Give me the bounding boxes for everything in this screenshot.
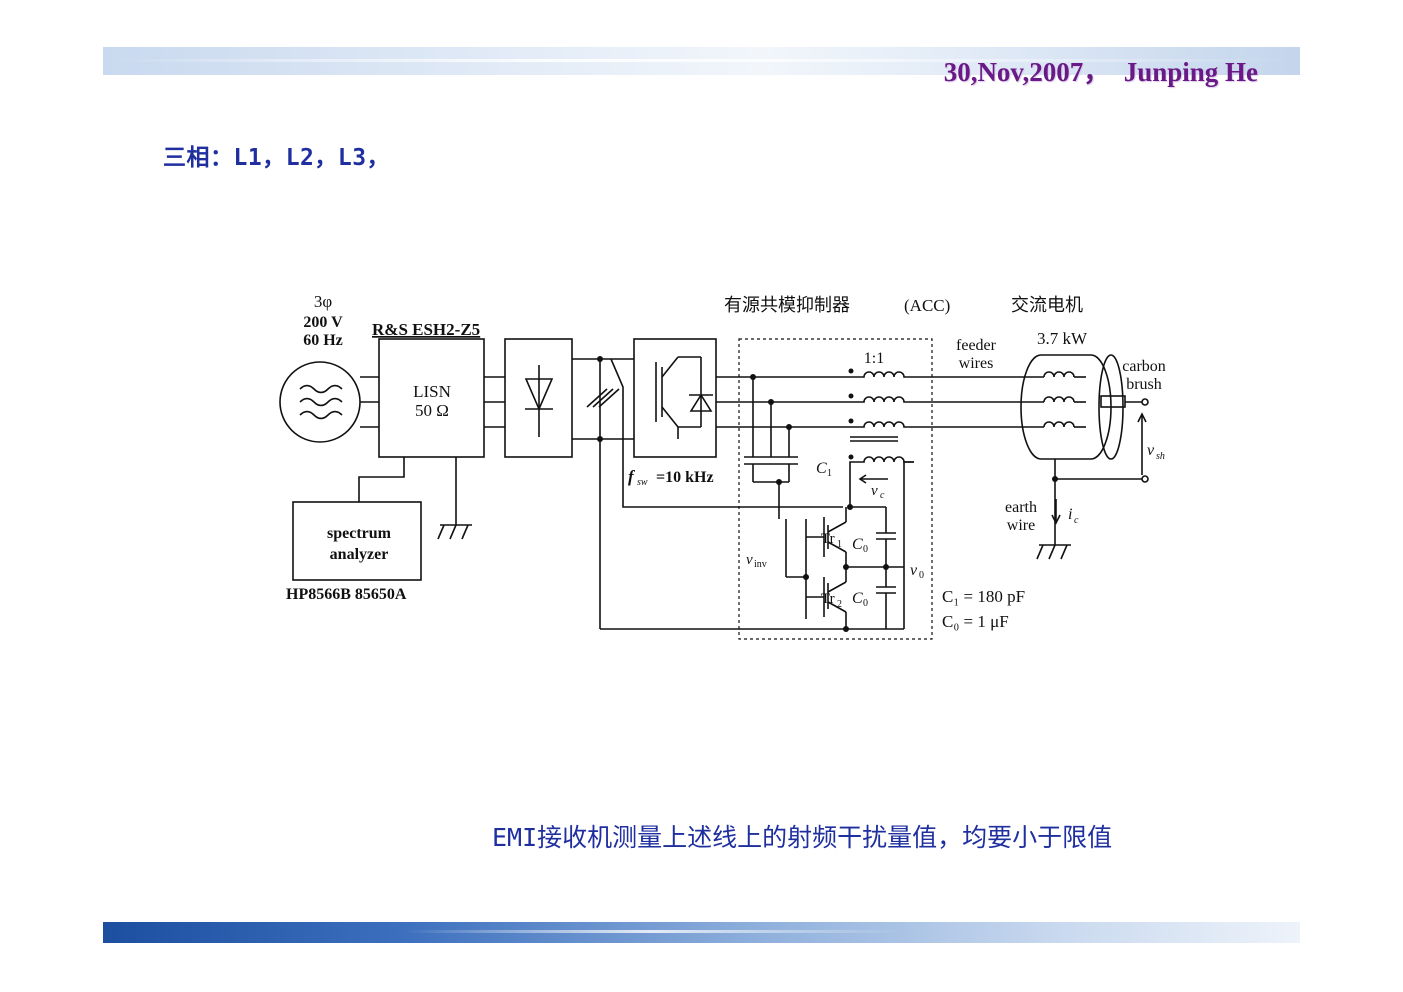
analyzer-line2-label: analyzer xyxy=(330,546,389,563)
footer-band xyxy=(103,922,1300,943)
acc-label: 有源共模抑制器 xyxy=(724,295,850,316)
lisn-model-label: R&S ESH2-Z5 xyxy=(372,320,480,339)
tr1-label: Tr xyxy=(821,531,835,547)
ac-source-symbol xyxy=(279,361,361,443)
vinv-subscript: inv xyxy=(754,559,767,570)
lisn-name-label: LISN xyxy=(413,382,451,401)
c1-subscript: 1 xyxy=(827,468,832,479)
motor-title-label: 交流电机 xyxy=(1011,295,1083,316)
motor-power-label: 3.7 kW xyxy=(1037,329,1088,348)
tr1-subscript: 1 xyxy=(837,539,842,550)
c0-lower-label: C xyxy=(852,590,863,607)
vc-subscript: c xyxy=(880,490,885,501)
analyzer-model-label: HP8566B 85650A xyxy=(286,586,407,603)
carbon-line2-label: brush xyxy=(1126,376,1162,393)
v0-label: v xyxy=(910,562,918,579)
spectrum-analyzer-box xyxy=(292,501,422,581)
inverter-box xyxy=(633,338,717,458)
c0-upper-subscript: 0 xyxy=(863,544,868,555)
fsw-value-label: =10 kHz xyxy=(656,469,714,486)
source-phase-label: 3φ xyxy=(314,292,333,311)
feeder-line2-label: wires xyxy=(959,355,994,372)
vinv-label: v xyxy=(746,552,753,568)
motor-body xyxy=(1020,354,1112,460)
v0-subscript: 0 xyxy=(919,570,924,581)
carbon-line1-label: carbon xyxy=(1122,358,1166,375)
earth-line1-label: earth xyxy=(1005,499,1037,516)
slide-title: 三相：L1，L2，L3， xyxy=(163,145,391,171)
source-voltage-label: 200 V xyxy=(303,314,343,331)
rectifier-box xyxy=(504,338,573,458)
feeder-line1-label: feeder xyxy=(956,337,997,354)
vsh-label: v xyxy=(1147,442,1155,459)
header-date-author: 30,Nov,2007， Junping He xyxy=(943,57,1258,87)
c1-value-label: C₁ = 180 pF xyxy=(942,587,1025,606)
ic-label: i xyxy=(1068,506,1072,523)
c0-value-label: C₀ = 1 μF xyxy=(942,612,1009,631)
vc-label: v xyxy=(871,483,878,499)
acc-abbr-label: (ACC) xyxy=(904,296,950,315)
header-band xyxy=(103,47,1300,75)
fsw-label: f xyxy=(628,467,636,486)
ratio-label: 1:1 xyxy=(864,350,884,367)
c0-upper-label: C xyxy=(852,536,863,553)
earth-line2-label: wire xyxy=(1007,517,1035,534)
tr2-subscript: 2 xyxy=(837,599,842,610)
acc-box xyxy=(738,338,933,640)
c1-label: C xyxy=(816,460,827,477)
tr2-label: Tr xyxy=(821,591,835,607)
ic-subscript: c xyxy=(1074,515,1079,526)
source-frequency-label: 60 Hz xyxy=(303,332,343,349)
analyzer-line1-label: spectrum xyxy=(327,525,392,542)
lisn-box xyxy=(378,338,485,458)
vsh-subscript: sh xyxy=(1156,451,1165,462)
fsw-subscript: sw xyxy=(637,477,648,488)
lisn-impedance-label: 50 Ω xyxy=(415,401,449,420)
circuit-diagram: 3φ 200 V 60 Hz R&S ESH2-Z5 LISN 50 Ω spe… xyxy=(279,292,1166,640)
c0-lower-subscript: 0 xyxy=(863,598,868,609)
caption-text: EMI接收机测量上述线上的射频干扰量值，均要小于限值 xyxy=(492,823,1113,852)
